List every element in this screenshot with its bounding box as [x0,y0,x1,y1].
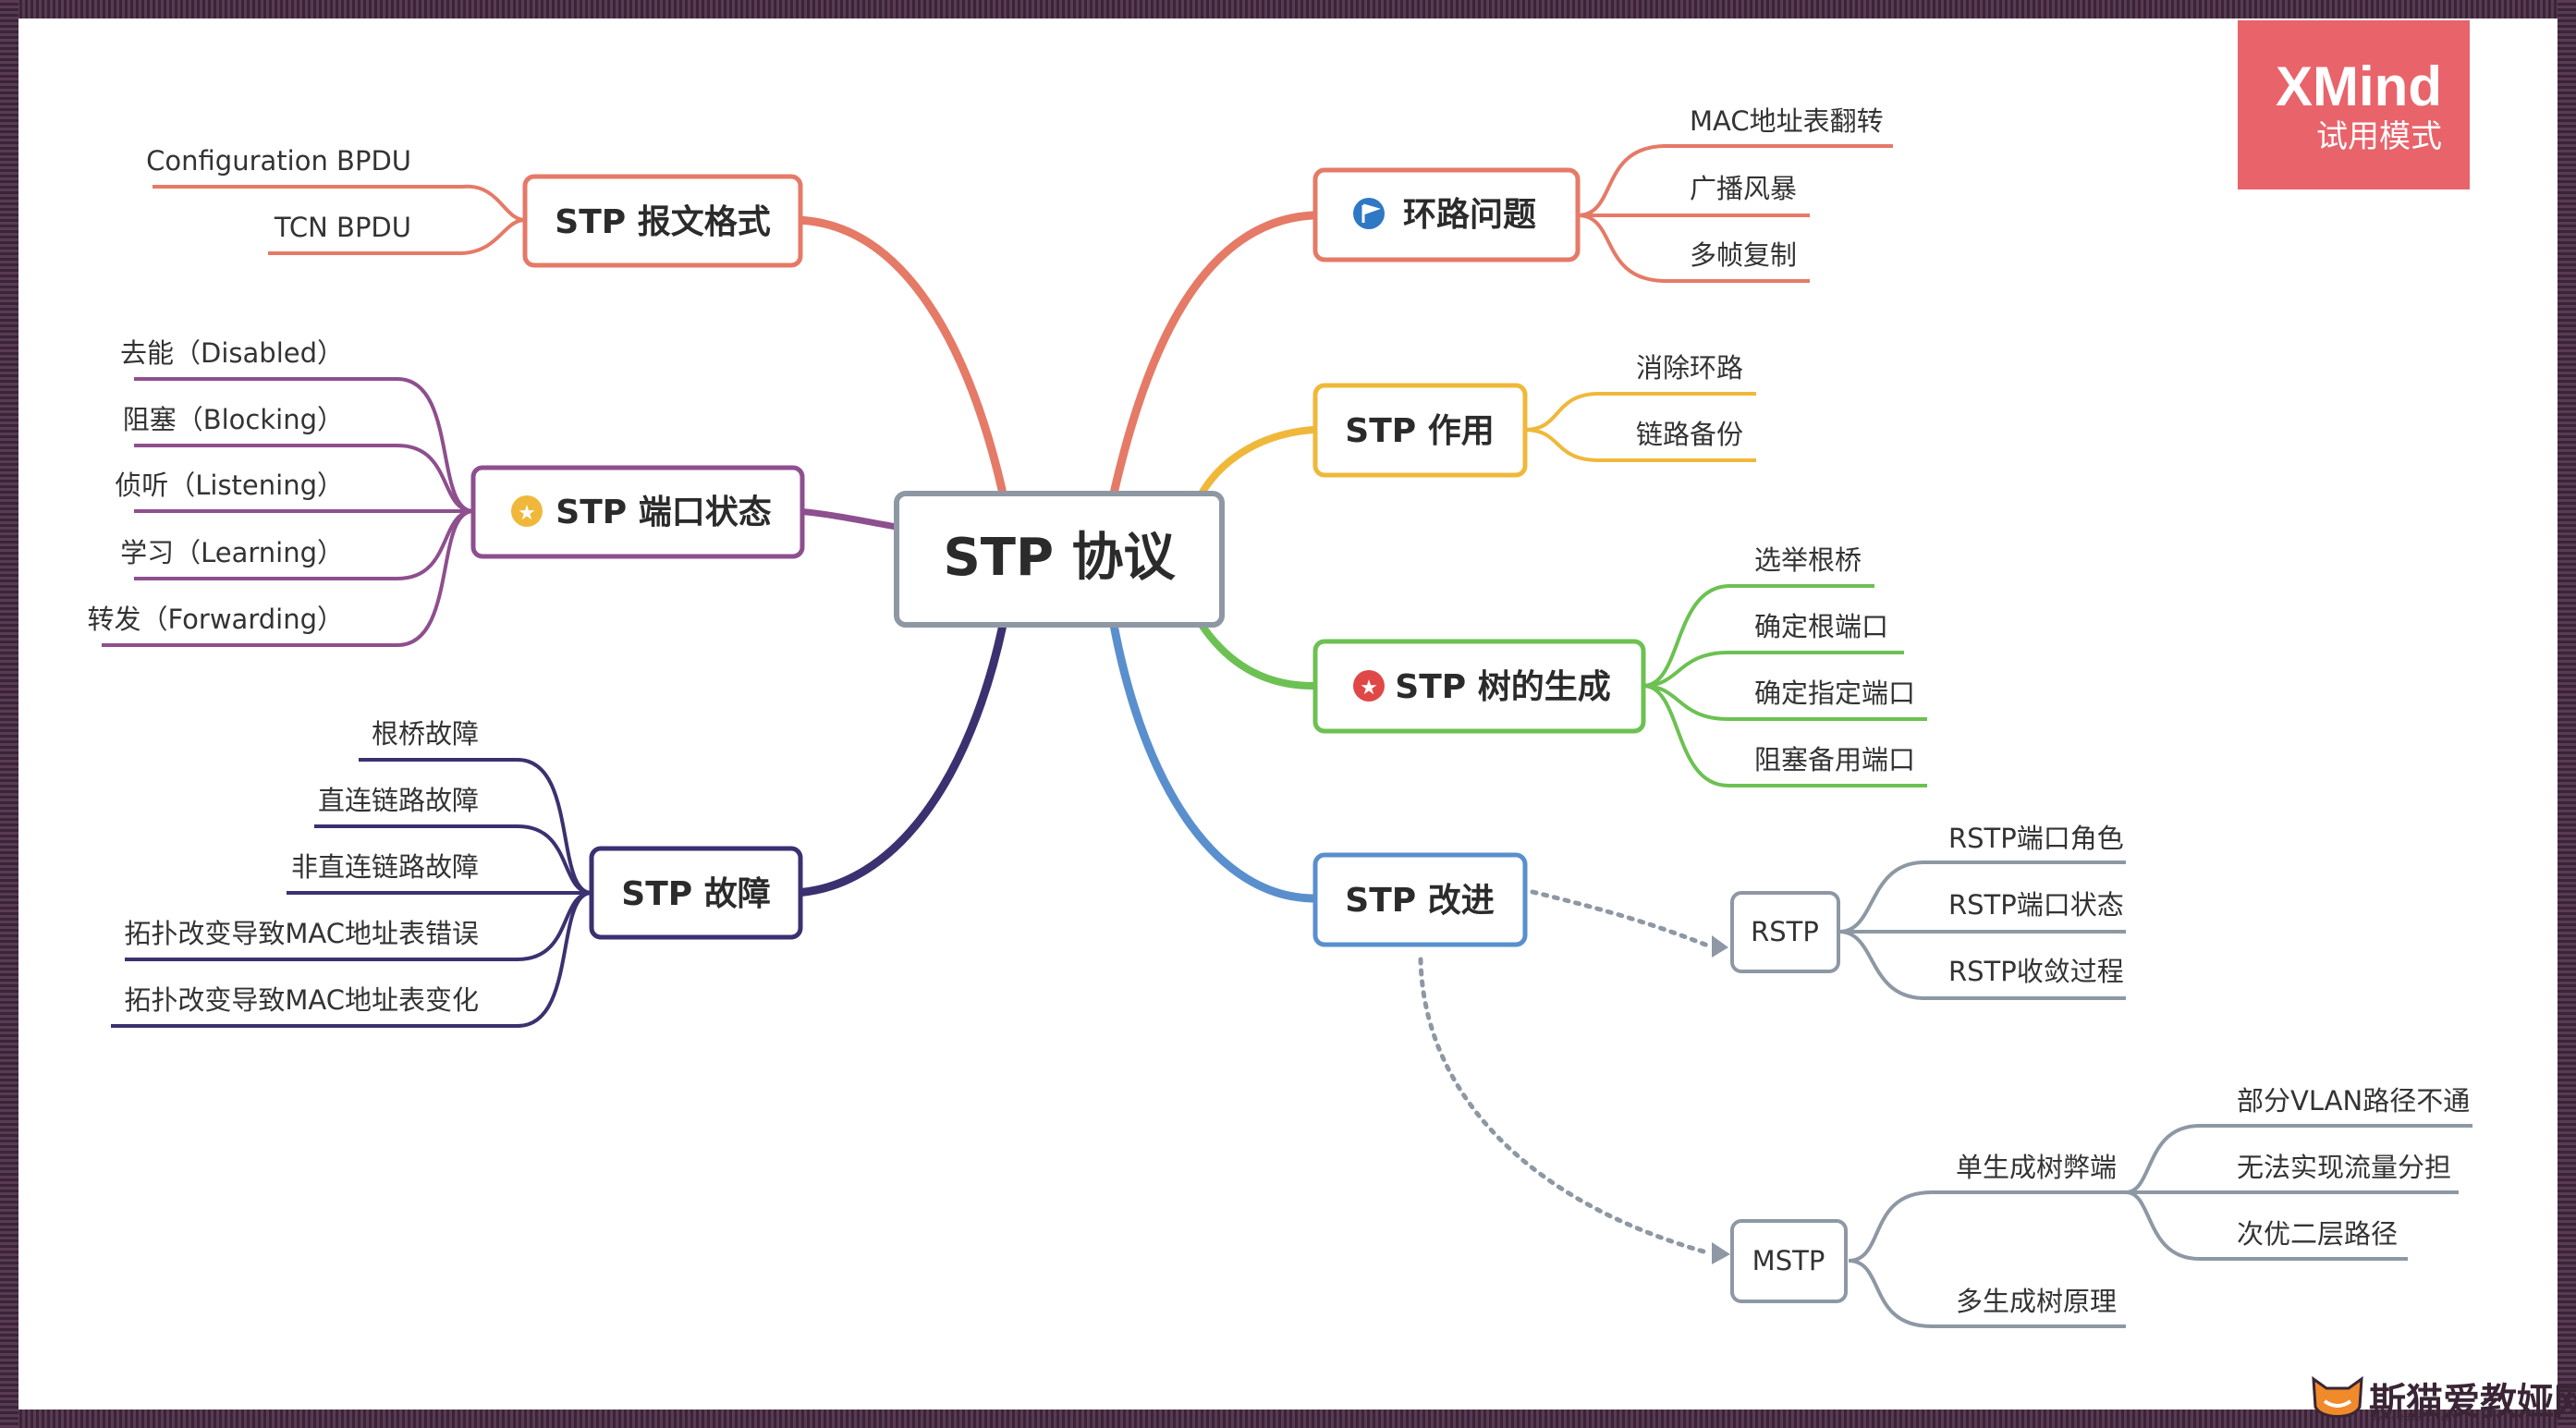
leaf-role-1[interactable]: 消除环路 [1636,352,1743,384]
leaf-rstp-2[interactable]: RSTP端口状态 [1948,889,2124,921]
topic-tree-generation-label: STP 树的生成 [1395,668,1610,706]
topic-packet-format[interactable]: STP 报文格式 [522,174,803,268]
site-watermark: 斯猫爱教娅网 www.cthisoft.com [2306,1366,2576,1427]
leaf-state-3[interactable]: 侦听（Listening） [115,470,344,501]
leaf-state-5[interactable]: 转发（Forwarding） [88,604,344,635]
leaf-packet-2[interactable]: TCN BPDU [274,212,411,243]
leaf-fault-5[interactable]: 拓扑改变导致MAC地址表变化 [124,984,479,1016]
brand-title: XMind [2276,55,2442,117]
root-node[interactable]: STP 协议 [894,491,1225,628]
flag-icon [1353,198,1385,229]
leaf-tree-4[interactable]: 阻塞备用端口 [1754,744,1915,775]
node-mstp-label: MSTP [1752,1245,1825,1276]
frame-border-top [0,0,2576,18]
leaf-loop-3[interactable]: 多帧复制 [1690,239,1797,271]
xmind-trial-badge: XMind 试用模式 [2238,20,2470,189]
brand-subtitle: 试用模式 [2316,118,2442,155]
star-icon [1353,670,1385,702]
leaf-fault-3[interactable]: 非直连链路故障 [291,851,479,883]
leaf-fault-2[interactable]: 直连链路故障 [318,785,479,816]
leaf-state-2[interactable]: 阻塞（Blocking） [123,404,344,435]
frame-border-right [2558,0,2576,1428]
root-label: STP 协议 [943,528,1176,588]
topic-port-state[interactable]: ★ STP 端口状态 [470,465,805,559]
leaf-state-1[interactable]: 去能（Disabled） [120,337,344,369]
leaf-fault-4[interactable]: 拓扑改变导致MAC地址表错误 [124,918,479,949]
watermark-url: www.cthisoft.com [2371,1414,2451,1423]
leaf-tree-1[interactable]: 选举根桥 [1754,544,1862,576]
topic-loop-problem[interactable]: 环路问题 [1312,167,1581,262]
star-glyph: ★ [1360,677,1378,700]
leaf-rstp-3[interactable]: RSTP收敛过程 [1948,956,2124,987]
topic-packet-format-label: STP 报文格式 [555,203,770,241]
topic-fault-label: STP 故障 [621,875,770,913]
leaf-rstp-1[interactable]: RSTP端口角色 [1948,823,2124,854]
node-rstp-label: RSTP [1751,916,1819,947]
watermark-text: 斯猫爱教娅网 [2369,1381,2576,1423]
leaf-mstp-2[interactable]: 多生成树原理 [1956,1286,2117,1317]
leaf-loop-1[interactable]: MAC地址表翻转 [1690,105,1884,137]
topic-loop-problem-label: 环路问题 [1403,196,1536,234]
leaf-packet-1[interactable]: Configuration BPDU [146,145,411,177]
leaf-role-2[interactable]: 链路备份 [1636,419,1743,450]
leaf-tree-2[interactable]: 确定根端口 [1754,611,1888,642]
topic-role[interactable]: STP 作用 [1312,383,1528,478]
leaf-mstp-drawback-2[interactable]: 无法实现流量分担 [2237,1152,2451,1183]
leaf-state-4[interactable]: 学习（Learning） [120,537,344,568]
topic-improvement-label: STP 改进 [1345,882,1494,920]
leaf-tree-3[interactable]: 确定指定端口 [1754,677,1915,709]
topic-fault[interactable]: STP 故障 [589,846,803,940]
node-mstp[interactable]: MSTP [1730,1219,1848,1303]
topic-port-state-label: STP 端口状态 [555,494,771,531]
leaf-mstp-drawback-3[interactable]: 次优二层路径 [2237,1218,2398,1250]
node-rstp[interactable]: RSTP [1730,891,1840,973]
topic-tree-generation[interactable]: ★ STP 树的生成 [1312,639,1646,734]
leaf-fault-1[interactable]: 根桥故障 [372,718,479,750]
star-glyph: ★ [518,502,536,525]
leaf-mstp-1[interactable]: 单生成树弊端 [1956,1152,2117,1183]
leaf-mstp-drawback-1[interactable]: 部分VLAN路径不通 [2237,1085,2470,1117]
leaf-loop-2[interactable]: 广播风暴 [1690,173,1797,204]
flag-glyph [1361,203,1381,223]
topic-role-label: STP 作用 [1345,412,1494,450]
frame-border-left [0,0,18,1428]
topic-improvement[interactable]: STP 改进 [1312,852,1528,947]
cat-logo-icon [2312,1375,2363,1418]
star-icon [511,495,543,527]
frame-border-bottom [0,1410,2576,1428]
